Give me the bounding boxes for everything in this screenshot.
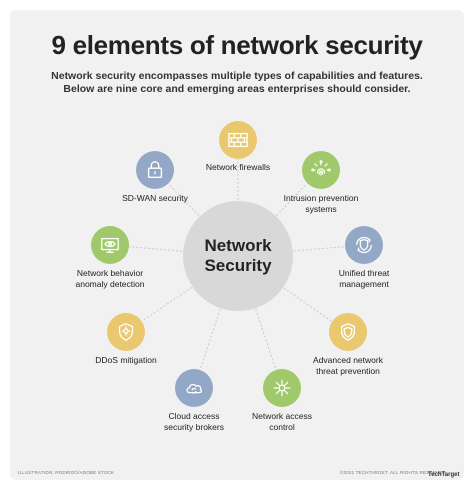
padlock-icon [147, 161, 163, 179]
label-ips: Intrusion prevention systems [271, 193, 371, 215]
label-nbad-line-1: Network behavior [76, 268, 144, 278]
label-firewalls-line-1: Network firewalls [205, 162, 271, 172]
connector-nac [237, 255, 283, 389]
copyright-notice: ©2021 TechTarget. All rights reserved [340, 470, 446, 475]
brick-wall-icon [228, 132, 248, 148]
ddos-shield-icon [118, 323, 134, 341]
techtarget-logo: TechTarget [428, 472, 460, 478]
label-nac: Network access control [232, 411, 332, 433]
label-ips-line-1: Intrusion prevention [283, 193, 359, 203]
circuit-fingerprint-icon [311, 160, 331, 176]
subtitle: Network security encompasses multiple ty… [0, 70, 474, 96]
cloud-refresh-icon [186, 383, 203, 394]
label-nbad: Network behavior anomaly detection [60, 268, 160, 290]
page-title: 9 elements of network security [51, 30, 423, 60]
shield-refresh-icon [356, 236, 372, 254]
label-sdwan-line-1: SD-WAN security [122, 193, 188, 203]
node-nac [263, 369, 301, 407]
label-atp-line-2: threat prevention [316, 366, 380, 376]
node-firewalls [219, 121, 257, 159]
label-casb-line-1: Cloud access [168, 411, 220, 421]
label-ddos: DDoS mitigation [76, 355, 176, 366]
label-ddos-line-1: DDoS mitigation [95, 355, 157, 365]
shield-icon [340, 323, 356, 342]
node-utm [345, 226, 383, 264]
label-ips-line-2: systems [305, 204, 337, 214]
label-nac-line-2: control [269, 422, 295, 432]
node-nbad [91, 226, 129, 264]
node-sdwan [136, 151, 174, 189]
monitor-eye-icon [101, 237, 119, 253]
label-atp-line-1: Advanced network [313, 355, 383, 365]
illustration-credit: Illustration: Rodrigo/Adobe Stock [18, 470, 115, 475]
connector-casb [193, 255, 239, 389]
node-ips [302, 151, 340, 189]
label-nac-line-1: Network access [252, 411, 312, 421]
label-utm: Unified threat management [314, 268, 414, 290]
label-nbad-line-2: anomaly detection [75, 279, 145, 289]
subtitle-line-1: Network security encompasses multiple ty… [51, 70, 423, 82]
label-casb: Cloud access security brokers [144, 411, 244, 433]
node-ddos [107, 313, 145, 351]
node-atp [329, 313, 367, 351]
label-utm-line-1: Unified threat [338, 268, 390, 278]
label-atp: Advanced network threat prevention [298, 355, 398, 377]
connector-ddos [125, 255, 239, 333]
center-hub: Network Security [183, 201, 293, 311]
node-casb [175, 369, 213, 407]
center-line-2: Security [204, 256, 272, 275]
network-node-icon [273, 379, 291, 397]
label-sdwan: SD-WAN security [105, 193, 205, 204]
label-casb-line-2: security brokers [164, 422, 224, 432]
subtitle-line-2: Below are nine core and emerging areas e… [63, 83, 411, 95]
center-line-1: Network [204, 236, 272, 255]
label-utm-line-2: management [339, 279, 389, 289]
label-firewalls: Network firewalls [188, 162, 288, 173]
